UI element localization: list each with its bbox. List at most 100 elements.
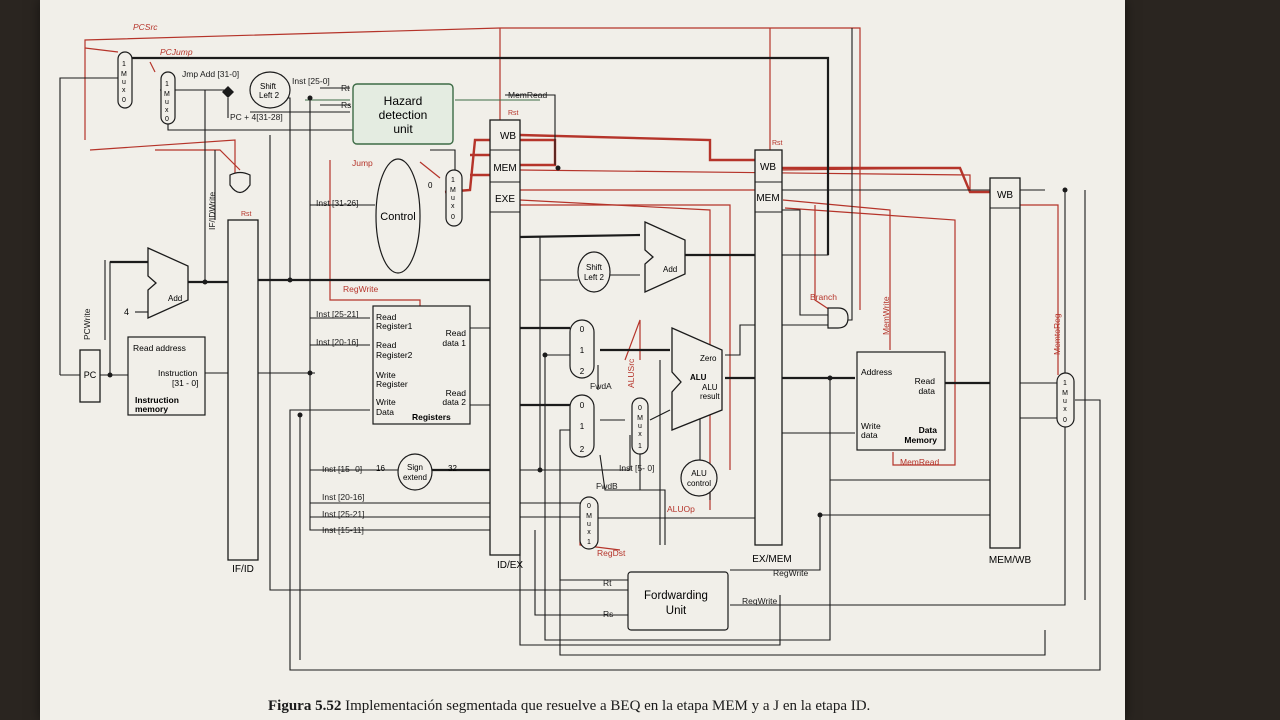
mem-wb-wb-field: WB <box>997 190 1013 201</box>
imem-read-address: Read address <box>133 343 186 353</box>
memtoreg-m: M <box>1062 390 1068 397</box>
jump-shift-1: Shift <box>260 82 277 91</box>
pc-adder <box>148 248 188 318</box>
memtoreg-in0: 0 <box>1063 417 1067 424</box>
label-pc4: PC + 4[31-28] <box>230 112 283 122</box>
label-pcsrc: PCSrc <box>133 22 158 32</box>
alu-name: ALU <box>690 373 707 382</box>
branch-shift-2: Left 2 <box>584 273 605 282</box>
hazard-line1: Hazard <box>384 94 423 108</box>
caption-label: Figura 5.52 <box>268 698 341 714</box>
figure-caption: Figura 5.52 Implementación segmentada qu… <box>268 698 870 715</box>
alu-control-1: ALU <box>691 469 707 478</box>
label-jmp-add: Jmp Add [31-0] <box>182 69 239 79</box>
dmem-title-2: Memory <box>904 435 937 445</box>
reg-wdata-b: Data <box>376 407 394 417</box>
label-rst-ifid: Rst <box>241 211 252 218</box>
control-mux-in1: 1 <box>451 177 455 184</box>
label-fwda: FwdA <box>590 381 612 391</box>
mem-wb-register <box>990 178 1020 548</box>
label-ifidwrite: IF/IDWrite <box>207 192 217 230</box>
fu-line2: Unit <box>666 605 687 617</box>
control-mux-x: x <box>451 203 455 210</box>
pcjump-mux-in0: 0 <box>165 116 169 123</box>
fu-line1: Fordwarding <box>644 590 708 602</box>
pcjump-mux-m: M <box>164 91 170 98</box>
branch-shift-1: Shift <box>586 263 603 272</box>
branch-adder <box>645 222 685 292</box>
if-id-label: IF/ID <box>232 564 254 575</box>
dmem-read-b: data <box>918 386 935 396</box>
reg-rdata1-a: Read <box>446 328 467 338</box>
pc-label: PC <box>84 370 97 380</box>
control-label: Control <box>380 211 415 223</box>
fwd-a-in1: 1 <box>580 346 585 355</box>
label-regdst: RegDst <box>597 548 626 558</box>
regdst-in0: 0 <box>587 503 591 510</box>
pcsrc-mux-x: x <box>122 87 126 94</box>
sign-out-bits: 32 <box>448 464 457 473</box>
control-mux-u: u <box>451 195 455 202</box>
pcsrc-mux-in1: 1 <box>122 61 126 68</box>
alusrc-in1: 1 <box>638 443 642 450</box>
const-four: 4 <box>124 307 129 317</box>
reg-title: Registers <box>412 412 451 422</box>
label-memtoreg: MemtoReg <box>1052 313 1062 355</box>
label-branch: Branch <box>810 292 837 302</box>
label-rt: Rt <box>341 83 350 93</box>
jump-concat <box>222 86 234 98</box>
imem-title-2: memory <box>135 404 168 414</box>
hazard-line3: unit <box>393 122 413 136</box>
alusrc-in0: 0 <box>638 405 642 412</box>
label-rs: Rs <box>341 100 351 110</box>
label-inst-25-21-b: Inst [25-21] <box>322 509 365 519</box>
ifid-or-gate <box>230 173 250 193</box>
label-rst-exmem: Rst <box>772 140 783 147</box>
label-memread: MemRead <box>508 90 547 100</box>
reg-rdata1-b: data 1 <box>442 338 466 348</box>
reg-wdata-a: Write <box>376 397 396 407</box>
dmem-read-a: Read <box>915 376 936 386</box>
label-regwrite-memwb: RegWrite <box>742 596 778 606</box>
label-rt-fu: Rt <box>603 578 612 588</box>
pcsrc-mux-m: M <box>121 71 127 78</box>
regdst-in1: 1 <box>587 539 591 546</box>
if-id-register <box>228 220 258 560</box>
sign-in-bits: 16 <box>376 464 385 473</box>
alu-zero: Zero <box>700 354 717 363</box>
fwd-b-in0: 0 <box>580 401 585 410</box>
alu-result-b: result <box>700 392 720 401</box>
label-inst-5-0: Inst [5- 0] <box>619 463 654 473</box>
label-memread-b: MemRead <box>900 457 939 467</box>
label-inst-20-16-b: Inst [20-16] <box>322 492 365 502</box>
reg-read2-a: Read <box>376 340 397 350</box>
control-mux-m: M <box>450 187 456 194</box>
sign-extend <box>398 454 432 490</box>
reg-write-b: Register <box>376 379 408 389</box>
label-pcwrite: PCWrite <box>82 308 92 340</box>
label-inst-15-0: Inst [15- 0] <box>322 464 362 474</box>
control-mux-zero-in: 0 <box>428 181 433 190</box>
pc-adder-label: Add <box>168 294 182 303</box>
label-rs-fu: Rs <box>603 609 613 619</box>
fwd-b-in1: 1 <box>580 422 585 431</box>
reg-read2-b: Register2 <box>376 350 413 360</box>
ex-mem-register <box>755 150 782 545</box>
label-rst-idex: Rst <box>508 110 519 117</box>
pcsrc-mux-in0: 0 <box>122 97 126 104</box>
id-ex-register <box>490 120 520 555</box>
dmem-address: Address <box>861 367 892 377</box>
label-aluop: ALUOp <box>667 504 695 514</box>
fwd-a-in2: 2 <box>580 367 585 376</box>
branch-adder-label: Add <box>663 265 677 274</box>
id-ex-mem-field: MEM <box>493 163 516 174</box>
regdst-m: M <box>586 513 592 520</box>
ex-mem-label: EX/MEM <box>752 554 791 565</box>
label-memwrite: MemWrite <box>881 296 891 335</box>
memtoreg-u: u <box>1063 398 1067 405</box>
label-inst-31-26: Inst [31-26] <box>316 198 359 208</box>
imem-bits: [31 - 0] <box>172 378 198 388</box>
alusrc-m: M <box>637 415 643 422</box>
